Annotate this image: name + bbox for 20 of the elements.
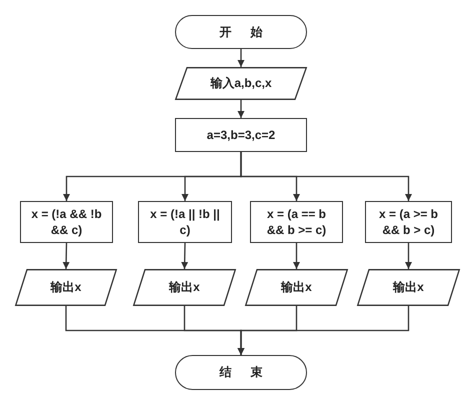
io-parallelogram: 输出x (357, 269, 460, 306)
process-box: x = (!a && !b && c) (20, 201, 113, 243)
arrow (405, 243, 412, 269)
arrow (181, 242, 188, 270)
arrow (240, 152, 412, 201)
process-box: x = (!a || !b || c) (138, 201, 232, 243)
arrow (238, 306, 410, 355)
io-parallelogram: 输出x (15, 269, 117, 306)
arrow (238, 49, 244, 67)
arrow (238, 100, 244, 118)
arrow (293, 243, 300, 269)
process-box: x = (a == b && b >= c) (250, 201, 343, 243)
io-parallelogram: 输入a,b,c,x (175, 67, 307, 100)
arrow (62, 242, 70, 270)
terminal-box: 开始 (175, 15, 307, 49)
process-box: a=3,b=3,c=2 (175, 118, 307, 152)
terminal-box: 结束 (175, 355, 307, 390)
io-parallelogram: 输出x (245, 269, 348, 306)
process-box: x = (a >= b && b > c) (365, 201, 452, 243)
io-parallelogram: 输出x (133, 269, 236, 306)
